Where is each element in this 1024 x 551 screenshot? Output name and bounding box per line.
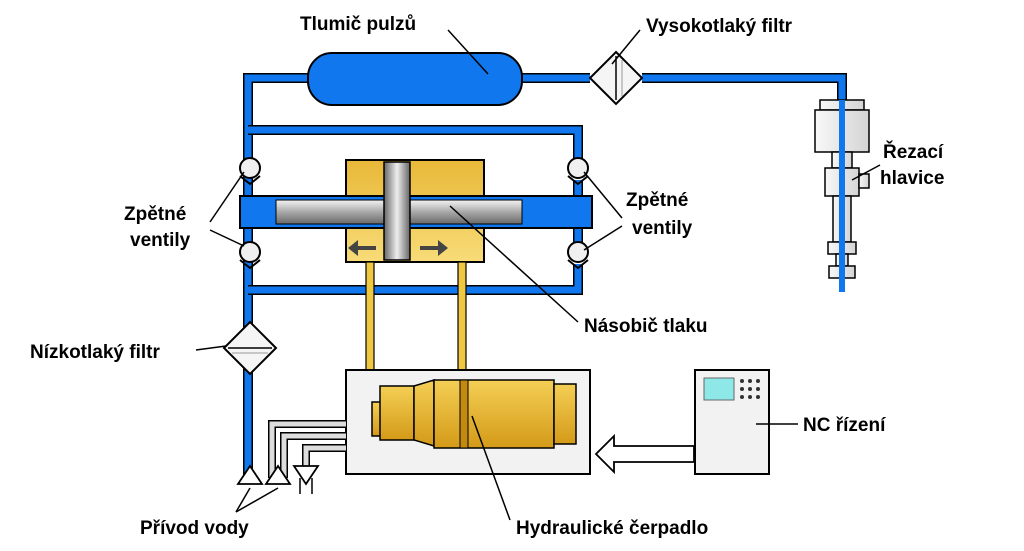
cutting-head [814, 99, 870, 292]
label-lp-filter: Nízkotlaký filtr [30, 342, 160, 363]
hydraulic-pump-unit [345, 369, 591, 475]
inlet-triangle-1 [236, 464, 264, 485]
nc-control-unit [594, 369, 770, 475]
inlet-triangle-2 [264, 464, 292, 485]
leader-lines [195, 29, 881, 521]
label-water-inlet: Přívod vody [140, 518, 249, 539]
nc-keypad-icon [740, 379, 760, 399]
label-pulse-damper: Tlumič pulzů [300, 14, 416, 35]
label-cutting-head-line2: hlavice [880, 168, 944, 189]
label-check-valves-left-line1: Zpětné [124, 204, 186, 225]
labels: Tlumič pulzů Vysokotlaký filtr Řezací hl… [30, 14, 944, 539]
outlet-triangle [292, 465, 320, 486]
label-check-valves-right-line2: ventily [632, 218, 693, 239]
check-valve-top-right [567, 157, 589, 179]
upper-loop-pipe [248, 125, 583, 162]
nc-screen [703, 377, 735, 401]
label-cutting-head-line1: Řezací [883, 141, 944, 163]
label-intensifier: Násobič tlaku [584, 316, 708, 337]
high-pressure-filter [588, 50, 644, 106]
arrow-left-icon [348, 240, 376, 256]
label-check-valves-left-line2: ventily [130, 230, 191, 251]
check-valve-top-left [239, 157, 261, 179]
check-valve-bottom-left [239, 241, 261, 263]
check-valve-bottom-right [567, 241, 589, 263]
label-hydraulic-pump: Hydraulické čerpadlo [516, 518, 708, 539]
arrow-right-icon [420, 240, 448, 256]
pressure-intensifier [239, 159, 593, 263]
check-valves [239, 157, 589, 270]
pulse-damper [307, 52, 523, 106]
label-nc-control: NC řízení [803, 415, 886, 436]
main-supply-pipe [243, 73, 310, 480]
hydraulic-lines [365, 261, 467, 371]
low-pressure-filter [222, 320, 278, 376]
label-hp-filter: Vysokotlaký filtr [646, 16, 793, 37]
control-signal-arrow [594, 433, 695, 475]
label-check-valves-right-line1: Zpětné [626, 190, 688, 211]
water-inlet-pipes [236, 420, 346, 494]
